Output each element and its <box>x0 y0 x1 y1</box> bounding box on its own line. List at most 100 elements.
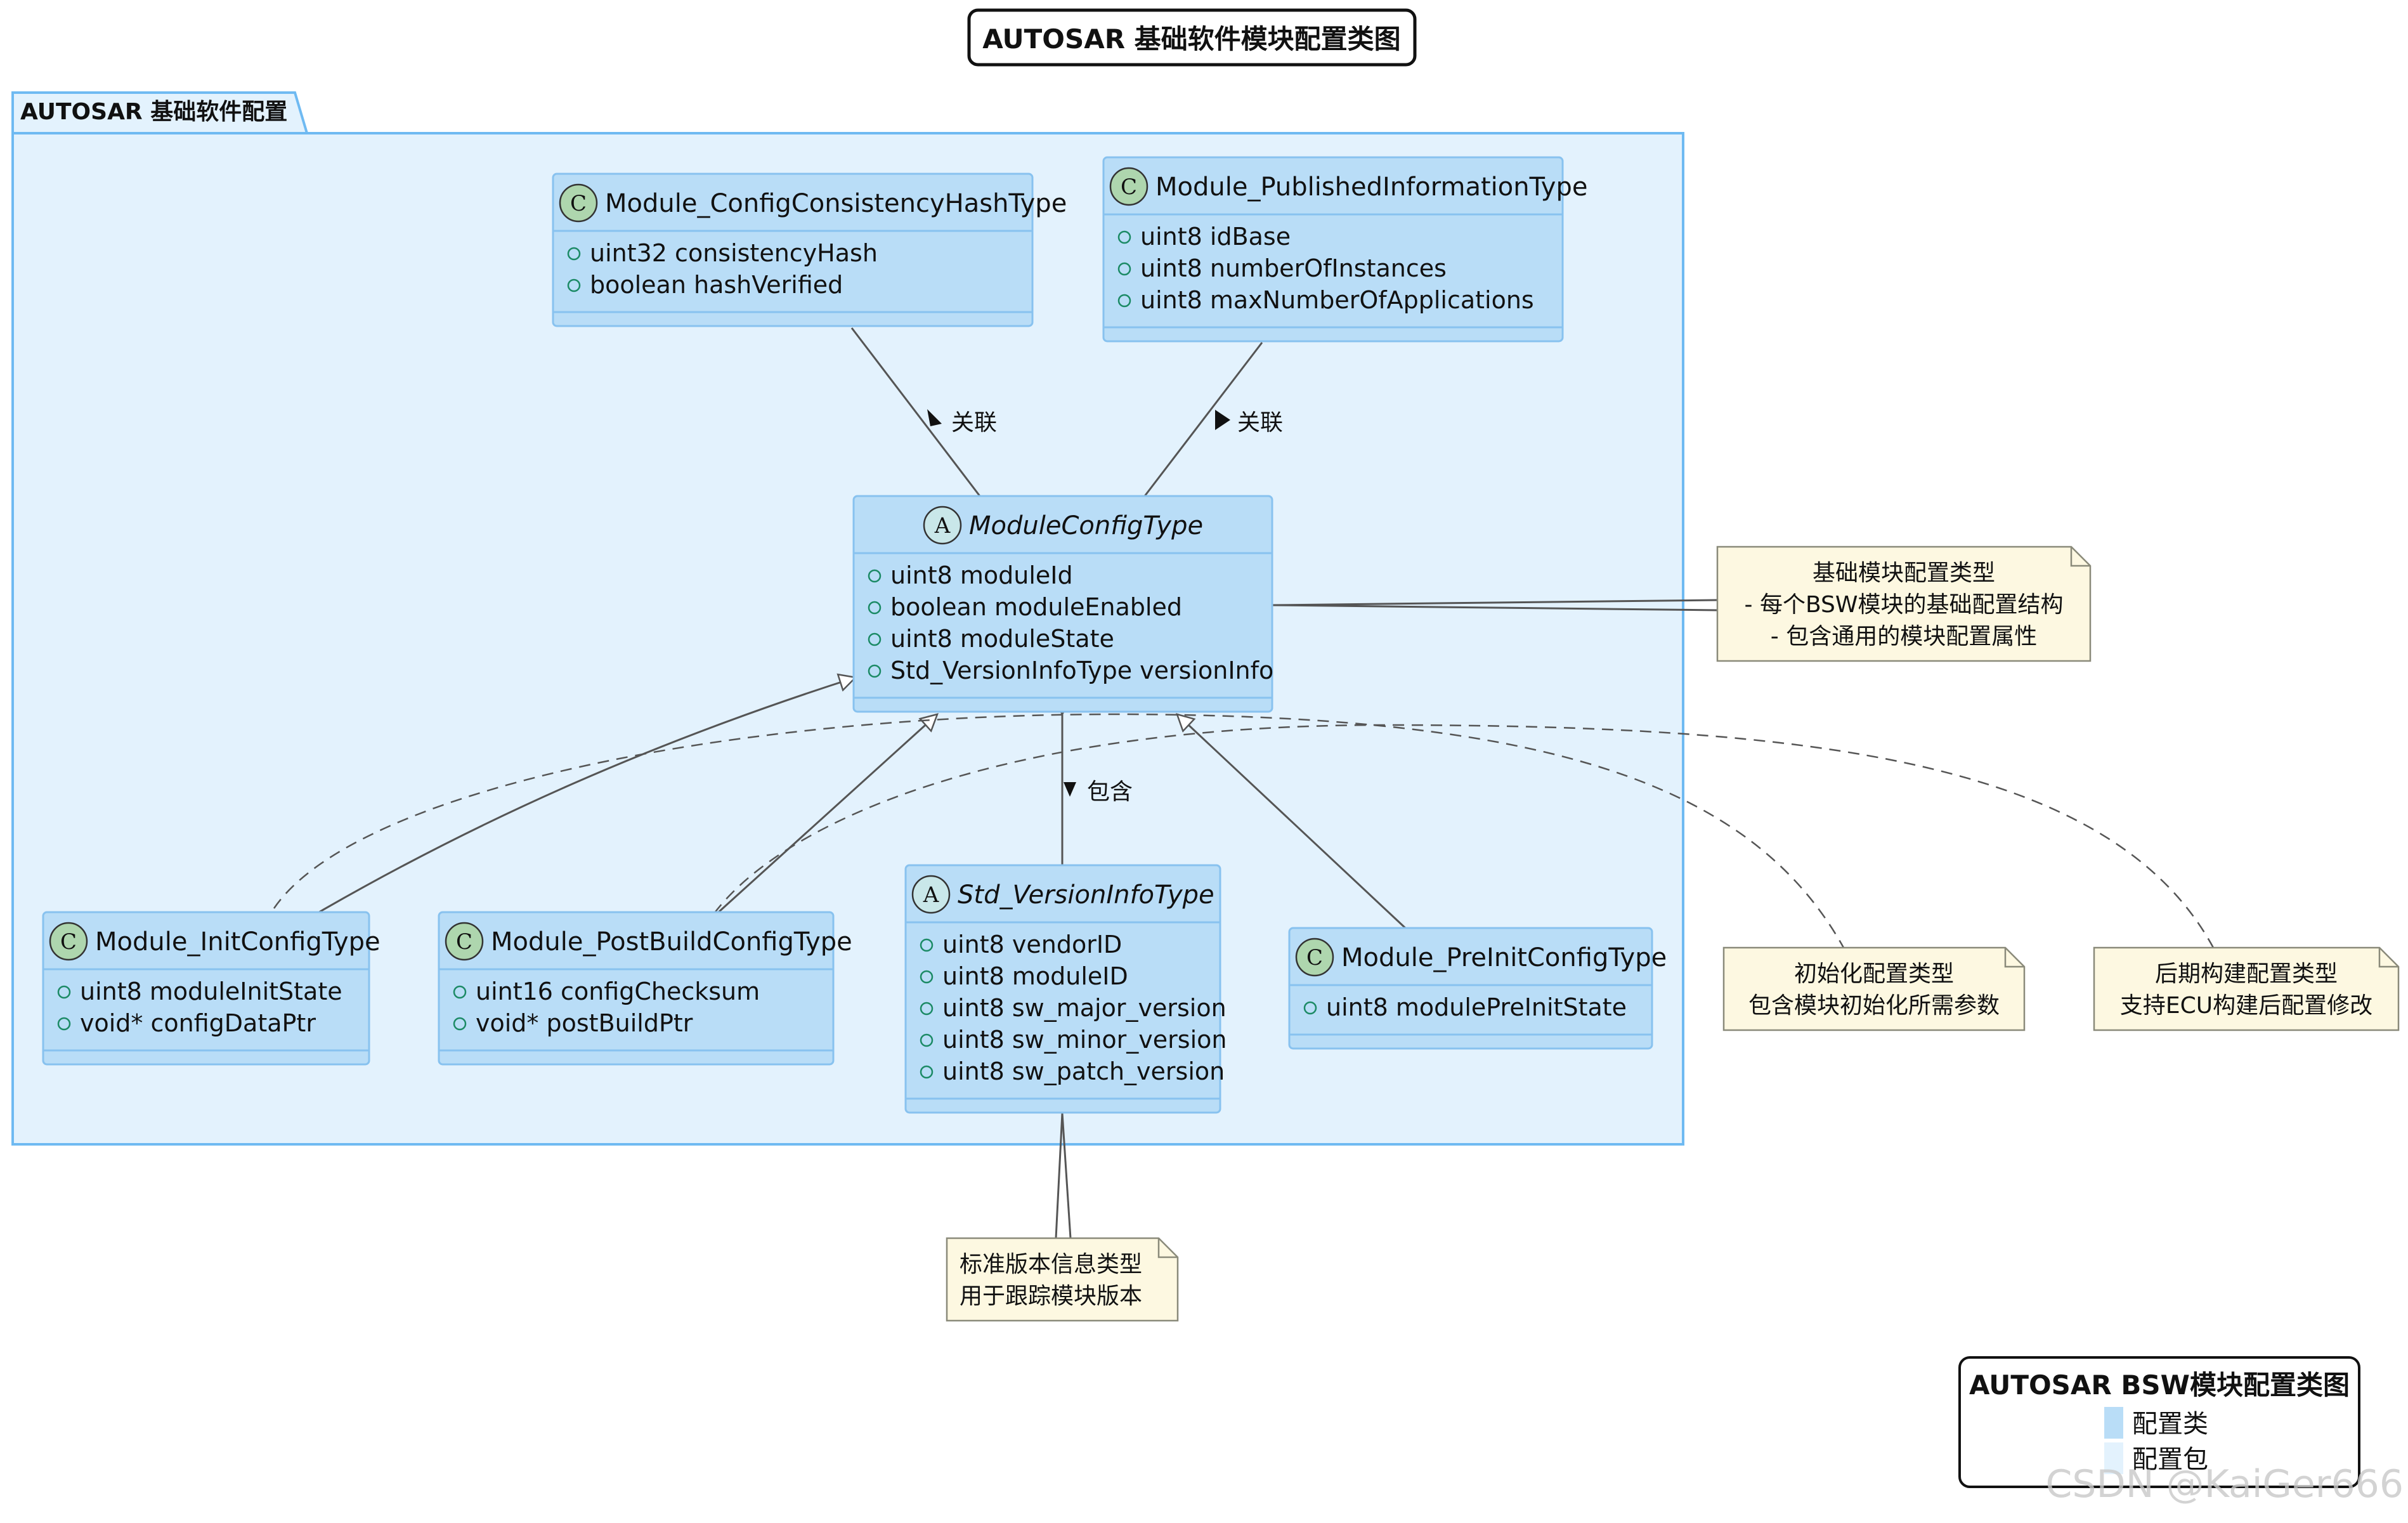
class-field: void* postBuildPtr <box>476 1009 693 1037</box>
class-name-hash: Module_ConfigConsistencyHashType <box>605 189 1067 218</box>
package-label: AUTOSAR 基础软件配置 <box>20 99 287 125</box>
note-line-moduleconfig <box>1272 599 1718 606</box>
class-field: uint8 sw_major_version <box>942 994 1227 1022</box>
assoc-left-arrow-icon <box>927 409 942 426</box>
legend-item-package: 配置包 <box>2132 1445 2208 1474</box>
class-field: uint8 maxNumberOfApplications <box>1140 286 1534 314</box>
public-visibility-icon <box>1303 1001 1317 1015</box>
class-badge-icon: C <box>49 922 88 961</box>
class-field: Std_VersionInfoType versionInfo <box>890 657 1273 684</box>
class-name-init: Module_InitConfigType <box>95 927 381 957</box>
public-visibility-icon <box>920 970 934 984</box>
class-field: uint8 sw_patch_version <box>942 1057 1225 1085</box>
class-field: uint8 idBase <box>1140 223 1291 251</box>
class-field: boolean hashVerified <box>590 271 843 299</box>
public-visibility-icon <box>920 938 934 952</box>
note-line-version <box>1055 1113 1064 1239</box>
class-name-published: Module_PublishedInformationType <box>1155 173 1587 202</box>
note-line: 支持ECU构建后配置修改 <box>2120 993 2372 1019</box>
class-badge-icon: C <box>559 183 598 223</box>
public-visibility-icon <box>1117 262 1131 276</box>
contains-label: 包含 <box>1087 779 1133 805</box>
class-field: uint8 numberOfInstances <box>1140 254 1447 282</box>
public-visibility-icon <box>920 1002 934 1016</box>
watermark-text: CSDN @KaiGer666 <box>2046 1462 2404 1507</box>
note-line: - 包含通用的模块配置属性 <box>1771 624 2037 650</box>
public-visibility-icon <box>868 569 882 583</box>
legend-swatch-package <box>2104 1442 2123 1474</box>
note-line: 基础模块配置类型 <box>1813 560 1995 586</box>
public-visibility-icon <box>567 278 581 292</box>
assoc-right-label: 关联 <box>1237 410 1283 436</box>
class-field: uint8 sw_minor_version <box>942 1026 1227 1054</box>
public-visibility-icon <box>567 247 581 261</box>
public-visibility-icon <box>57 985 71 999</box>
svg-text:C: C <box>1121 174 1137 200</box>
class-field: boolean moduleEnabled <box>890 593 1182 621</box>
abstract-badge-icon: A <box>923 506 962 545</box>
public-visibility-icon <box>1117 230 1131 244</box>
class-name-moduleconfig: ModuleConfigType <box>969 511 1203 540</box>
svg-text:A: A <box>934 513 951 539</box>
note-line: 用于跟踪模块版本 <box>960 1283 1142 1309</box>
note-line-moduleconfig-b <box>1272 604 1718 611</box>
relations <box>318 327 1718 1239</box>
note-dashed-lines <box>273 713 2215 948</box>
class-field: uint8 vendorID <box>942 931 1122 958</box>
public-visibility-icon <box>868 601 882 615</box>
class-box-hash: Module_ConfigConsistencyHashTypeCuint32 … <box>552 173 1067 327</box>
class-field: uint8 moduleState <box>890 625 1114 653</box>
class-badge-icon: C <box>445 922 484 961</box>
note-line-version-b <box>1061 1113 1072 1239</box>
class-field: uint8 moduleInitState <box>80 977 342 1005</box>
note-line: 标准版本信息类型 <box>960 1252 1142 1278</box>
title-text: AUTOSAR 基础软件模块配置类图 <box>982 23 1400 55</box>
public-visibility-icon <box>57 1017 71 1031</box>
class-name-preinit: Module_PreInitConfigType <box>1341 943 1667 972</box>
diagram-title: AUTOSAR 基础软件模块配置类图 <box>967 8 1417 67</box>
public-visibility-icon <box>453 985 467 999</box>
legend-swatch-class <box>2104 1407 2123 1439</box>
note-line: - 每个BSW模块的基础配置结构 <box>1745 592 2064 618</box>
svg-text:C: C <box>60 929 77 955</box>
note-moduleconfig: 基础模块配置类型 - 每个BSW模块的基础配置结构 - 包含通用的模块配置属性 <box>1716 546 2092 662</box>
legend: AUTOSAR BSW模块配置类图 配置类 配置包 <box>1958 1356 2360 1488</box>
public-visibility-icon <box>1117 294 1131 308</box>
public-visibility-icon <box>920 1033 934 1047</box>
inheritance-postbuild-line <box>717 714 937 913</box>
note-line: 后期构建配置类型 <box>2155 961 2338 987</box>
public-visibility-icon <box>868 664 882 678</box>
assoc-left-label: 关联 <box>951 410 997 436</box>
abstract-badge-icon: A <box>911 875 951 914</box>
legend-item-class: 配置类 <box>2132 1409 2208 1439</box>
contains-arrow-icon <box>1064 782 1076 797</box>
relation-labels: 关联 关联 包含 <box>927 409 1283 805</box>
public-visibility-icon <box>453 1017 467 1031</box>
public-visibility-icon <box>868 632 882 646</box>
assoc-right-arrow-icon <box>1215 410 1230 430</box>
svg-text:C: C <box>570 191 587 216</box>
class-badge-icon: C <box>1295 938 1334 977</box>
class-name-versioninfo: Std_VersionInfoType <box>958 880 1214 910</box>
svg-text:C: C <box>1306 945 1323 971</box>
dashed-line-init-note <box>273 713 1845 948</box>
association-published-line <box>1143 342 1263 497</box>
class-name-postbuild: Module_PostBuildConfigType <box>491 927 852 957</box>
association-hash-line <box>850 327 981 497</box>
note-line: 包含模块初始化所需参数 <box>1748 993 2000 1019</box>
class-field: uint8 modulePreInitState <box>1326 993 1627 1021</box>
class-field: void* configDataPtr <box>80 1009 316 1037</box>
class-field: uint16 configChecksum <box>476 977 760 1005</box>
inheritance-init-line <box>318 677 856 913</box>
class-badge-icon: C <box>1109 167 1149 206</box>
class-field: uint8 moduleID <box>942 962 1128 990</box>
